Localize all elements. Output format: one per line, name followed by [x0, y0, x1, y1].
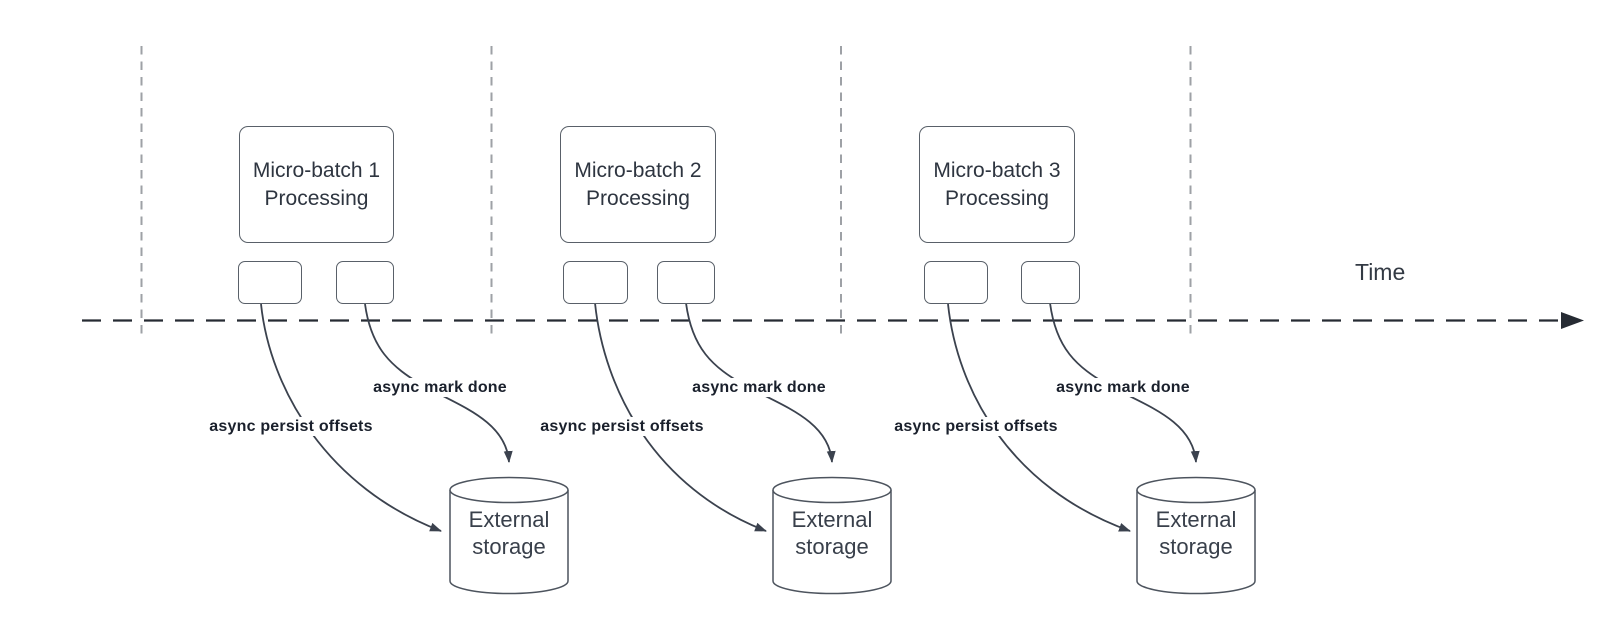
persist-offsets-label-3: async persist offsets — [891, 417, 1061, 436]
cylinder-top-3 — [1136, 476, 1256, 504]
storage-cylinder-1 — [449, 476, 569, 595]
mark-done-label-1: async mark done — [370, 378, 510, 397]
task-box-2b — [657, 261, 715, 304]
mark-done-label-2: async mark done — [689, 378, 829, 397]
persist-offsets-label-1: async persist offsets — [206, 417, 376, 436]
external-storage-label-1: External storage — [468, 507, 550, 559]
task-box-3a — [924, 261, 988, 304]
mark-done-label-3: async mark done — [1053, 378, 1193, 397]
persist-offsets-label-2: async persist offsets — [537, 417, 707, 436]
cylinder-body-1 — [449, 490, 569, 595]
cylinder-body-2 — [772, 490, 892, 595]
task-box-1b — [336, 261, 394, 304]
task-box-3b — [1021, 261, 1080, 304]
time-axis-arrowhead — [1561, 312, 1584, 329]
micro-batch-2-label: Micro-batch 2 Processing — [574, 158, 702, 210]
cylinder-top-1 — [449, 476, 569, 504]
micro-batch-3-box: Micro-batch 3 Processing — [919, 126, 1075, 243]
cylinder-body-3 — [1136, 490, 1256, 595]
micro-batch-3-label: Micro-batch 3 Processing — [933, 158, 1061, 210]
time-axis-label: Time — [1355, 259, 1406, 285]
storage-cylinder-2 — [772, 476, 892, 595]
storage-cylinder-3 — [1136, 476, 1256, 595]
external-storage-label-2: External storage — [791, 507, 873, 559]
cylinder-top-2 — [772, 476, 892, 504]
task-box-2a — [563, 261, 628, 304]
timeline-dividers — [140, 46, 1192, 338]
task-box-1a — [238, 261, 302, 304]
micro-batch-1-box: Micro-batch 1 Processing — [239, 126, 394, 243]
micro-batch-1-label: Micro-batch 1 Processing — [252, 158, 381, 210]
micro-batch-2-box: Micro-batch 2 Processing — [560, 126, 716, 243]
external-storage-label-3: External storage — [1155, 507, 1237, 559]
